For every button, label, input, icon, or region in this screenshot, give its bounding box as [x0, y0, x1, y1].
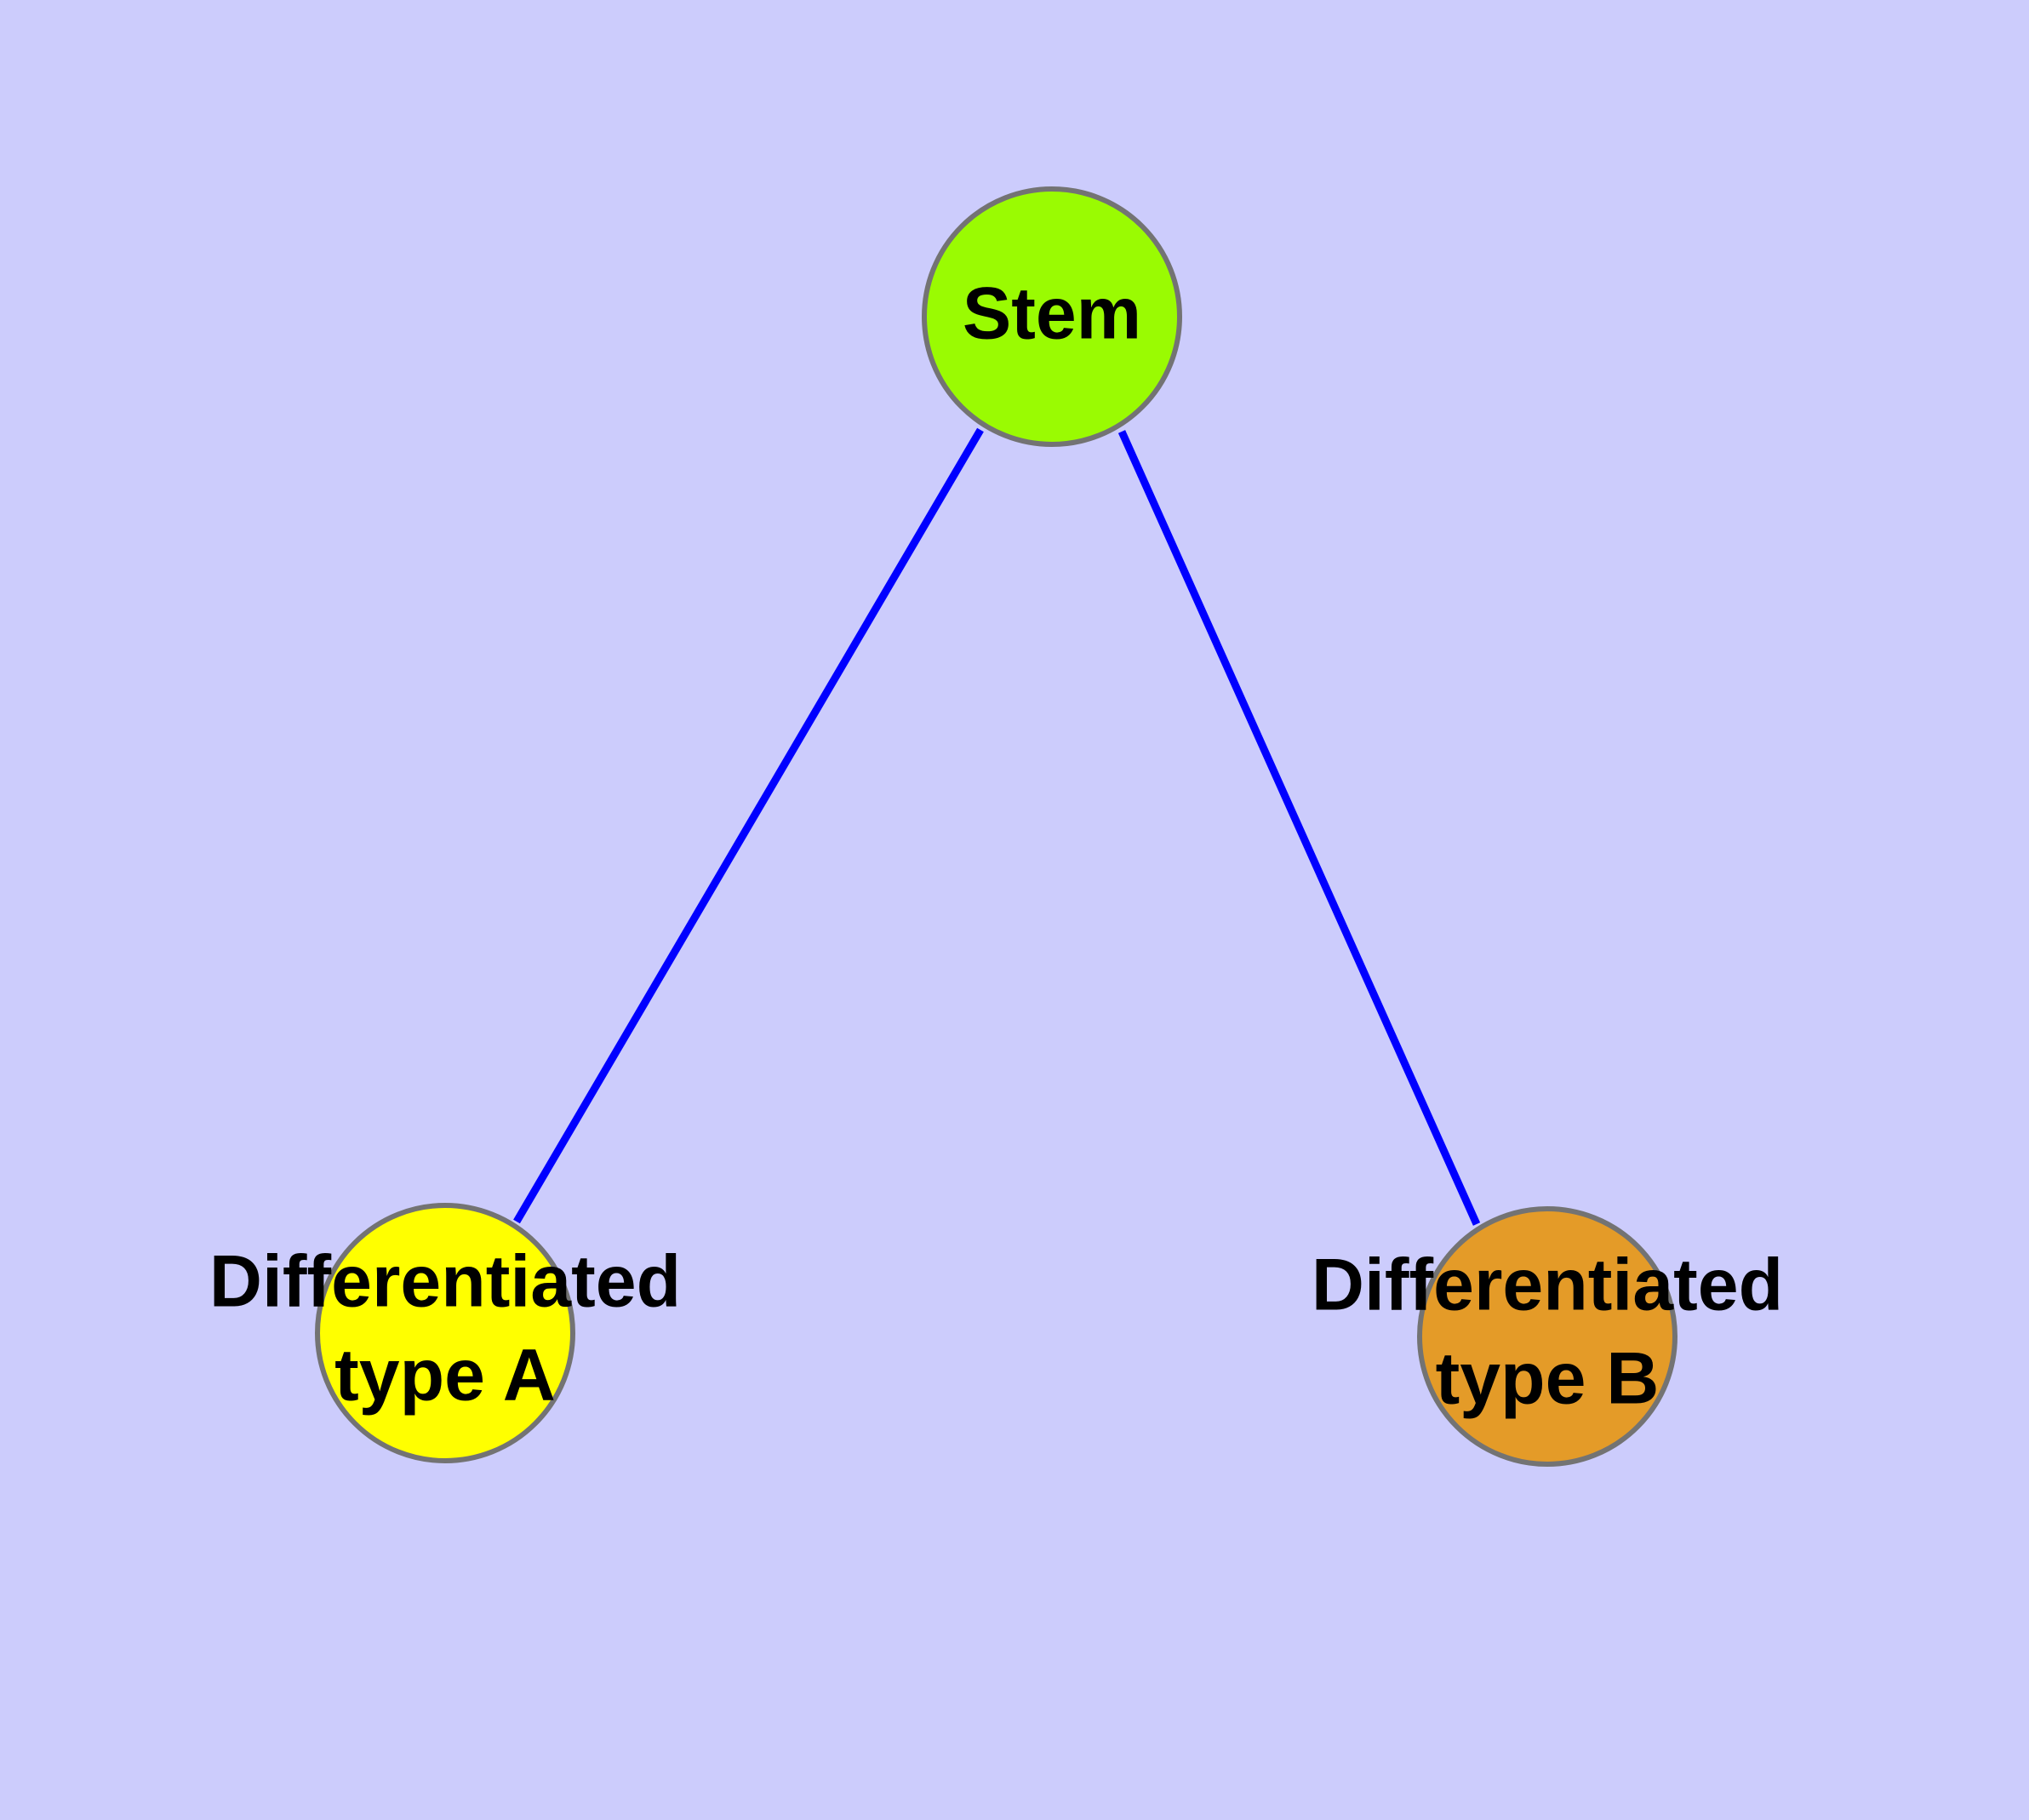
node-differentiated-type-b[interactable]: [1417, 1206, 1677, 1467]
node-differentiated-type-a-label-line1: Differentiated: [209, 1241, 681, 1323]
node-differentiated-type-a[interactable]: [315, 1203, 575, 1463]
edge-stem-to-differentiated-type-b[interactable]: [1117, 430, 1481, 1226]
label-layer: Stem Differentiated type A Differentiate…: [209, 273, 1783, 1420]
edge-stem-to-differentiated-type-a[interactable]: [513, 427, 984, 1224]
node-differentiated-type-a-circle[interactable]: [315, 1203, 575, 1463]
node-differentiated-type-a-label-line2: type A: [334, 1335, 556, 1417]
node-differentiated-type-b-circle[interactable]: [1417, 1206, 1677, 1467]
node-layer: [315, 186, 1677, 1467]
node-differentiated-type-b-label-line1: Differentiated: [1312, 1245, 1783, 1326]
node-differentiated-type-b-label-line2: type B: [1436, 1338, 1660, 1420]
node-stem[interactable]: [922, 186, 1182, 447]
node-stem-circle[interactable]: [922, 186, 1182, 447]
edge-layer: [513, 427, 1481, 1226]
node-stem-label: Stem: [963, 273, 1141, 355]
